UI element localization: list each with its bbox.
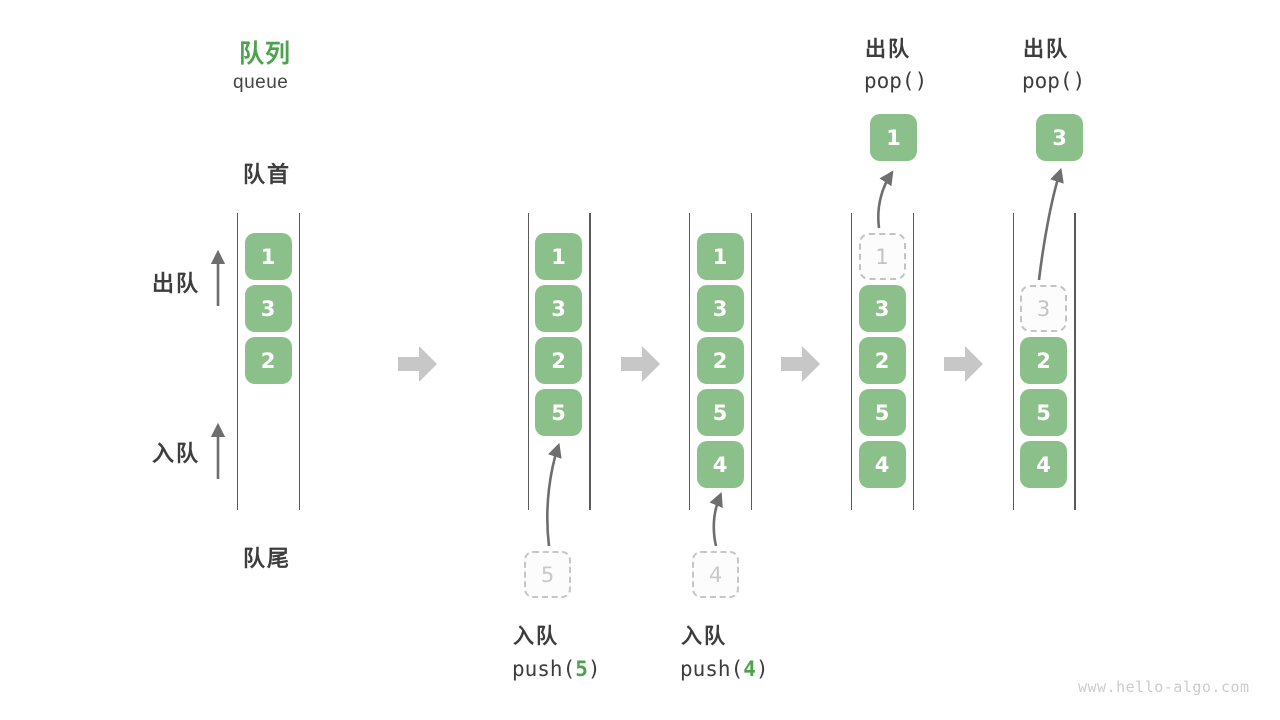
push-5-arrow xyxy=(546,442,562,547)
queue-cell: 3 xyxy=(244,285,292,332)
enqueue-op-code: push(4) xyxy=(680,657,769,681)
queue-cell: 2 xyxy=(696,337,744,384)
dequeue-side-label: 出队 xyxy=(152,271,201,296)
enqueue-op-code: push(5) xyxy=(512,657,601,681)
queue-cell: 5 xyxy=(535,389,582,436)
transition-arrow-1 xyxy=(398,346,437,382)
pop-3-arrow xyxy=(1037,167,1064,281)
push-4-arrow xyxy=(709,492,723,547)
popped-element-box: 1 xyxy=(870,114,917,161)
queue-front-label: 队首 xyxy=(243,162,292,187)
queue-3-right-rail xyxy=(750,213,753,510)
queue-cell: 3 xyxy=(1020,285,1067,332)
queue-cell: 1 xyxy=(535,233,582,280)
queue-2-right-rail xyxy=(589,213,591,510)
enqueue-op-value: 4 xyxy=(743,657,756,681)
queue-cell: 1 xyxy=(858,233,906,280)
transition-arrow-4 xyxy=(944,346,983,382)
queue-cell: 1 xyxy=(696,233,744,280)
enqueue-op-label: 入队 xyxy=(681,625,727,648)
pop-1-arrow xyxy=(877,170,894,229)
queue-cell: 5 xyxy=(858,389,906,436)
queue-cell: 2 xyxy=(858,337,906,384)
queue-cell: 5 xyxy=(696,389,744,436)
diagram-title-zh: 队列 xyxy=(239,40,292,68)
enqueue-side-label: 入队 xyxy=(152,441,201,466)
queue-4-left-rail xyxy=(851,213,853,510)
queue-3-left-rail xyxy=(689,213,691,510)
queue-cell: 3 xyxy=(535,285,582,332)
queue-cell: 1 xyxy=(244,233,292,280)
queue-cell: 3 xyxy=(858,285,906,332)
queue-cell: 4 xyxy=(858,441,906,488)
diagram-title-en: queue xyxy=(233,72,289,93)
watermark: www.hello-algo.com xyxy=(1078,678,1250,696)
queue-4-right-rail xyxy=(912,213,915,510)
queue-cell: 2 xyxy=(244,337,292,384)
transition-arrow-2 xyxy=(621,346,660,382)
queue-cell: 2 xyxy=(1020,337,1067,384)
incoming-element-box: 4 xyxy=(692,551,739,598)
queue-cell: 4 xyxy=(696,441,744,488)
queue-rear-label: 队尾 xyxy=(243,546,292,571)
queue-2-left-rail xyxy=(527,213,529,510)
dequeue-op-code: pop() xyxy=(1022,69,1086,93)
queue-cell: 2 xyxy=(535,337,582,384)
queue-cell: 3 xyxy=(696,285,744,332)
queue-1-left-rail xyxy=(237,213,239,510)
queue-cell: 4 xyxy=(1020,441,1067,488)
transition-arrow-3 xyxy=(781,346,820,382)
queue-1-right-rail xyxy=(298,213,301,510)
enqueue-op-value: 5 xyxy=(575,657,588,681)
incoming-element-box: 5 xyxy=(524,551,571,598)
queue-5-left-rail xyxy=(1012,213,1014,510)
queue-5-right-rail xyxy=(1074,213,1076,510)
dequeue-op-code: pop() xyxy=(864,69,928,93)
queue-cell: 5 xyxy=(1020,389,1067,436)
popped-element-box: 3 xyxy=(1036,114,1083,161)
enqueue-op-label: 入队 xyxy=(513,625,559,648)
dequeue-op-label: 出队 xyxy=(865,38,911,61)
dequeue-op-label: 出队 xyxy=(1023,38,1069,61)
